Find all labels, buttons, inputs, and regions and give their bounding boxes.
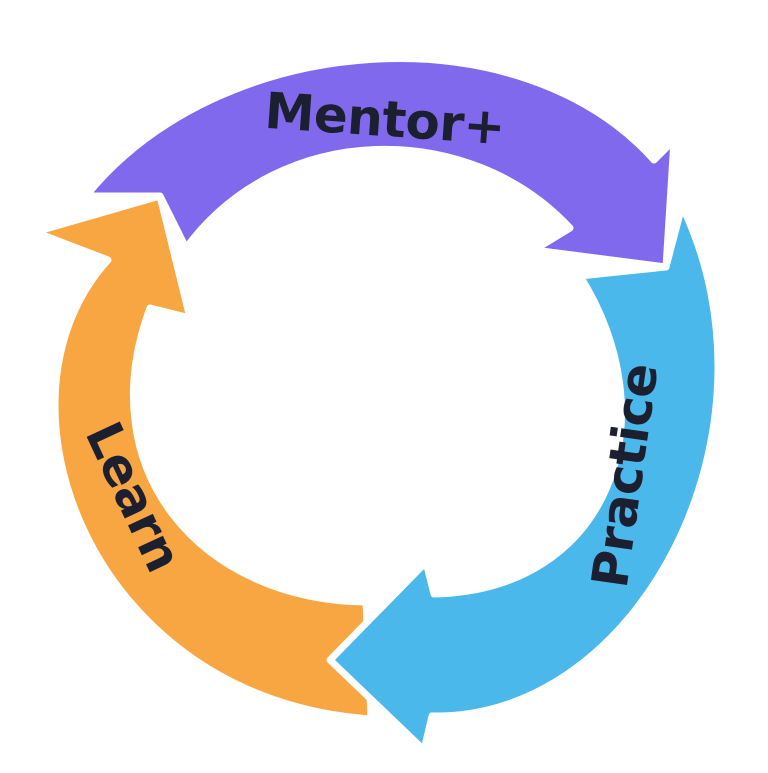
learn-arrow [31,192,375,723]
practice-arrow [326,202,722,754]
practice-arrow-shape [326,202,722,754]
learn-arrow-shape [31,192,375,723]
mentor-arrow-shape [82,55,678,271]
mentor-arrow [82,55,678,271]
